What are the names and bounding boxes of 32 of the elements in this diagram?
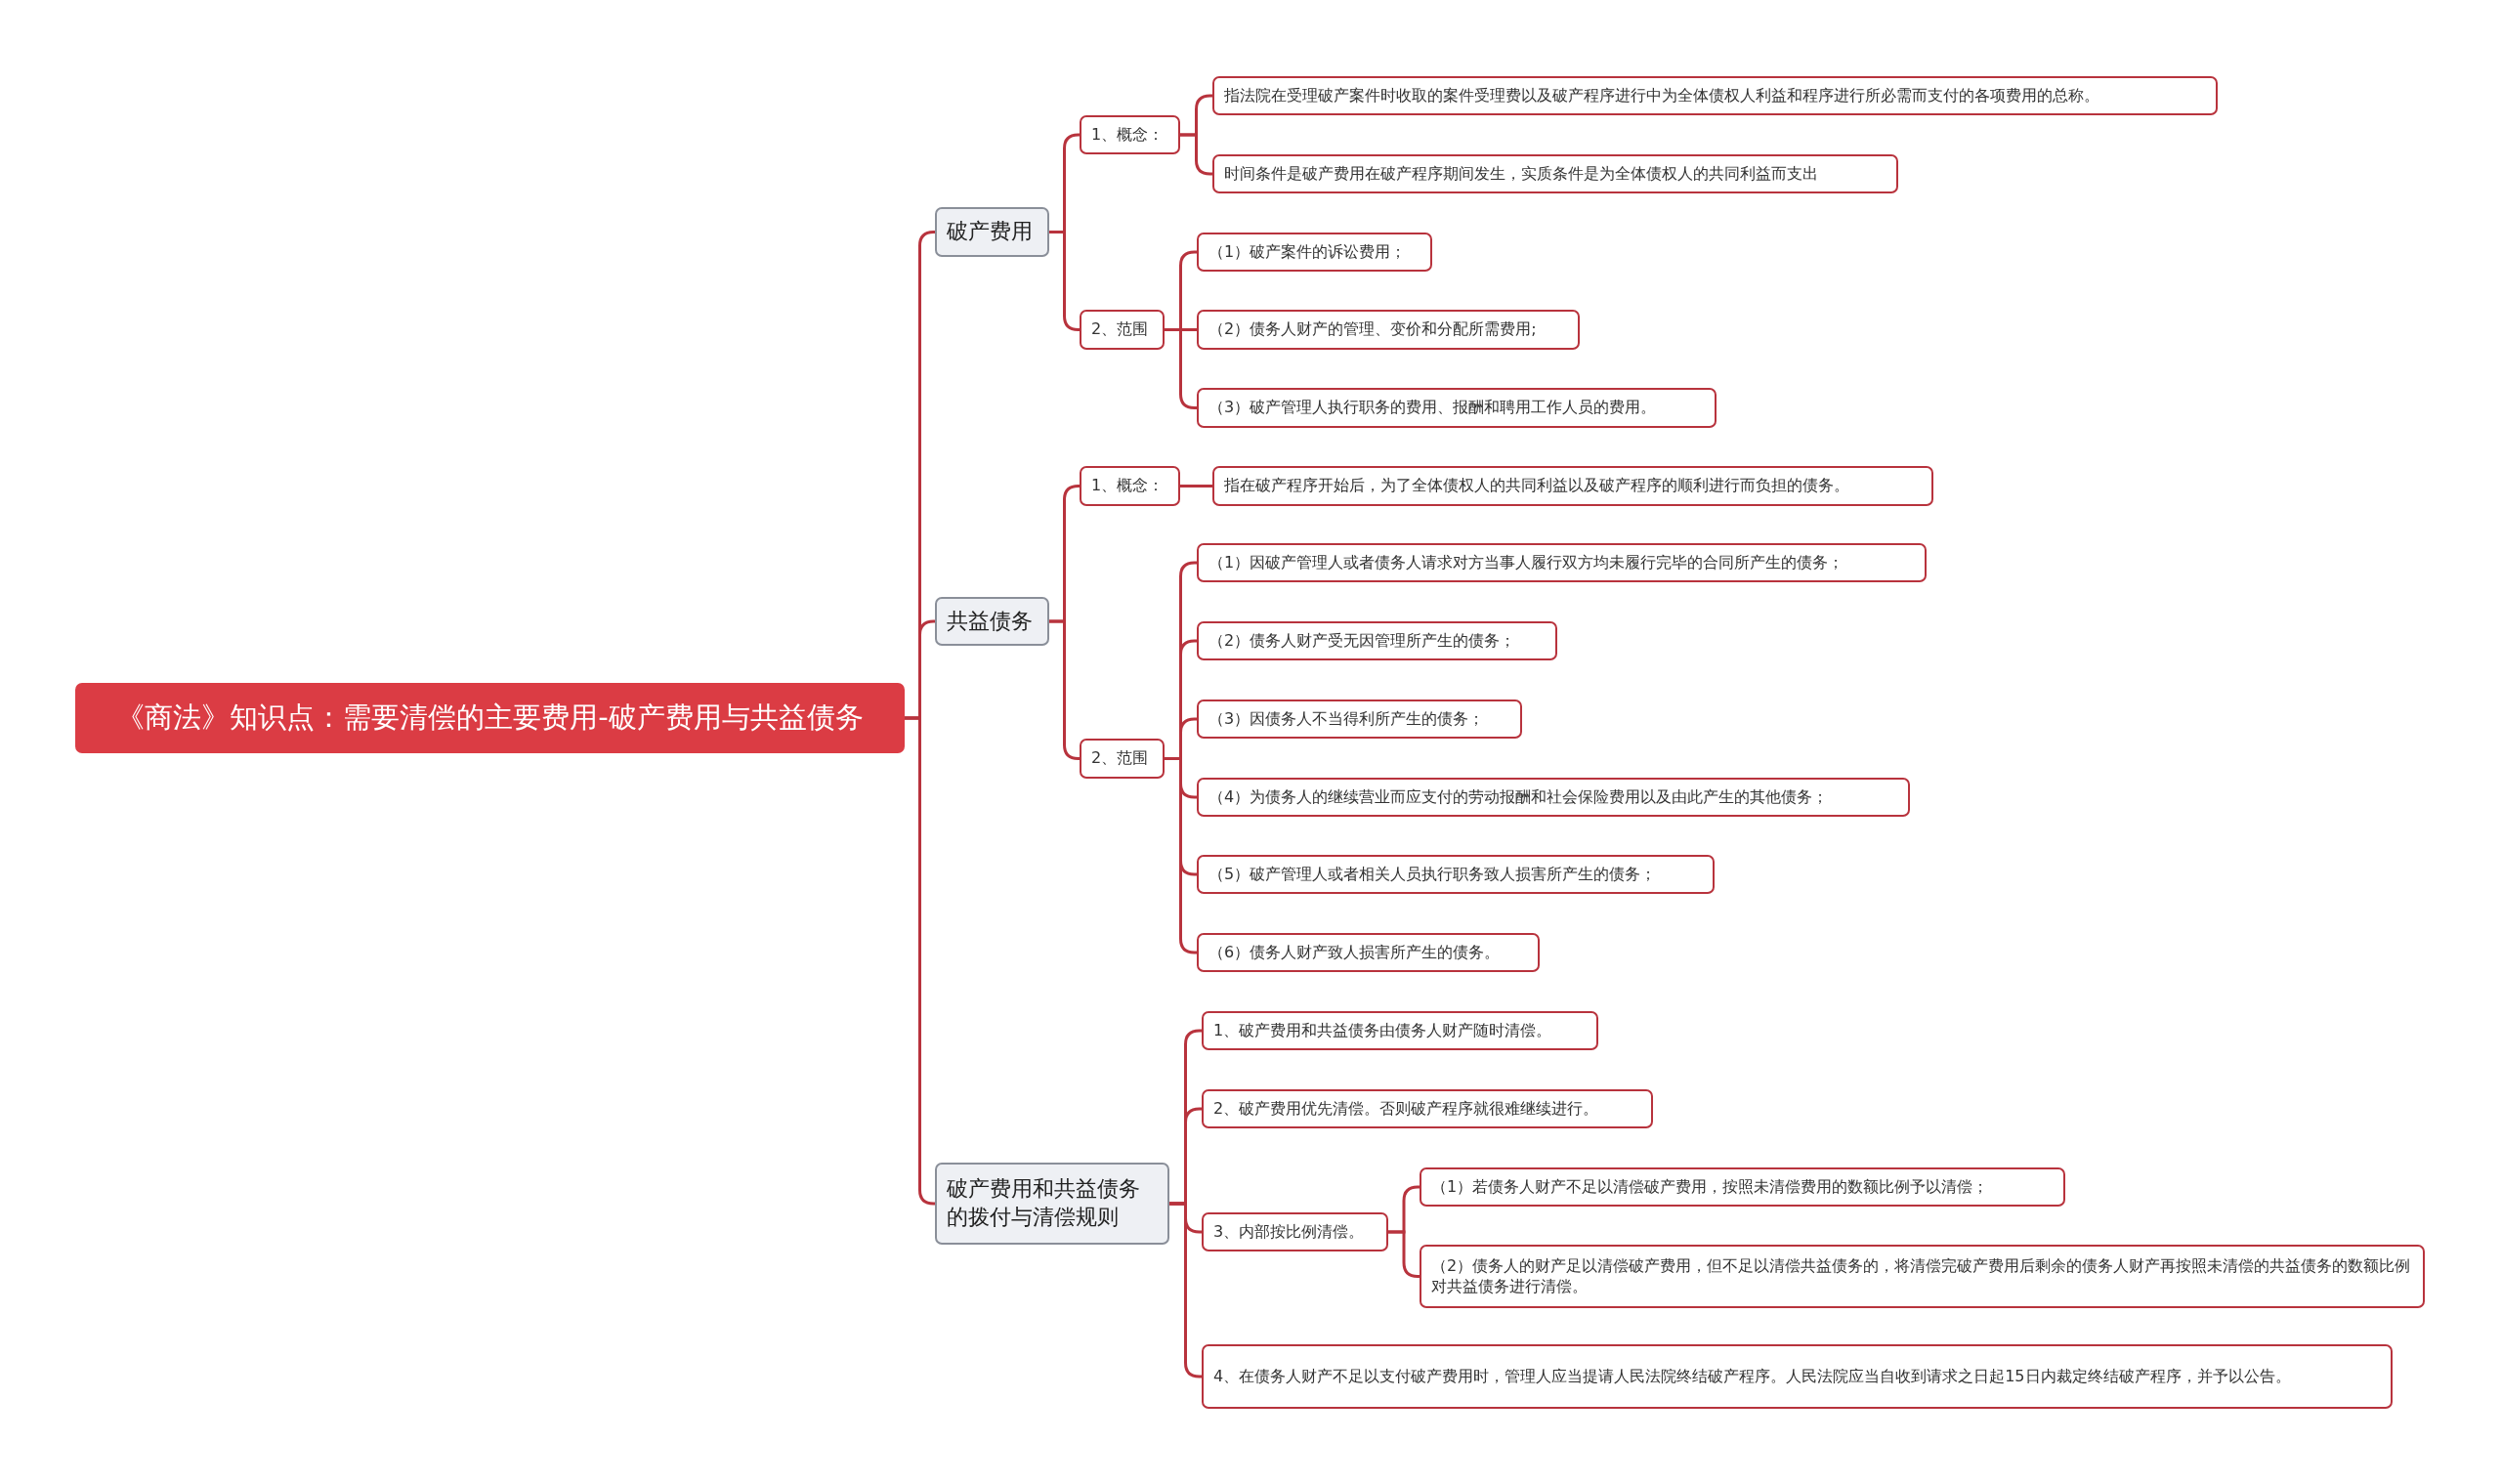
- text-box: 3、内部按比例清偿。: [1202, 1212, 1388, 1251]
- text-box: 时间条件是破产费用在破产程序期间发生，实质条件是为全体债权人的共同利益而支出: [1212, 154, 1898, 193]
- text-box: （6）债务人财产致人损害所产生的债务。: [1197, 933, 1540, 972]
- text-box: 2、范围: [1080, 310, 1165, 350]
- connector-line: [1180, 485, 1212, 488]
- text-box: （3）破产管理人执行职务的费用、报酬和聘用工作人员的费用。: [1197, 388, 1717, 428]
- connector-line: [1180, 133, 1212, 176]
- connector-line: [905, 716, 936, 1206]
- text-box: 指法院在受理破产案件时收取的案件受理费以及破产程序进行中为全体债权人利益和程序进行所必需而支付的各项费用的总称。: [1212, 76, 2218, 115]
- text-box: （1）因破产管理人或者债务人请求对方当事人履行双方均未履行完毕的合同所产生的债务；: [1197, 543, 1927, 582]
- connector-line: [1049, 231, 1081, 331]
- text-box: （1）破产案件的诉讼费用；: [1197, 233, 1432, 272]
- text-box: 1、破产费用和共益债务由债务人财产随时清偿。: [1202, 1011, 1598, 1050]
- connector-line: [1049, 619, 1081, 760]
- topic-box: 共益债务: [935, 597, 1049, 646]
- text-box: （2）债务人的财产足以清偿破产费用，但不足以清偿共益债务的，将清偿完破产费用后剩余的债务人财产再按照未清偿的共益债务的数额比例对共益债务进行清偿。: [1420, 1245, 2425, 1308]
- connector-line: [1388, 1230, 1420, 1278]
- text-box: 2、范围: [1080, 739, 1165, 779]
- topic-box: 破产费用: [935, 207, 1049, 257]
- text-box: （2）债务人财产的管理、变价和分配所需费用;: [1197, 310, 1580, 350]
- text-box: （4）为债务人的继续营业而应支付的劳动报酬和社会保险费用以及由此产生的其他债务；: [1197, 778, 1910, 817]
- text-box: 1、概念：: [1080, 115, 1180, 154]
- text-box: （5）破产管理人或者相关人员执行职务致人损害所产生的债务；: [1197, 855, 1715, 894]
- text-box: 指在破产程序开始后，为了全体债权人的共同利益以及破产程序的顺利进行而负担的债务。: [1212, 466, 1933, 506]
- text-box: 1、概念：: [1080, 466, 1180, 506]
- text-box: 4、在债务人财产不足以支付破产费用时，管理人应当提请人民法院终结破产程序。人民法院应当自收到请求之日起15日内裁定终结破产程序，并予以公告。: [1202, 1344, 2393, 1409]
- text-box: （3）因债务人不当得利所产生的债务；: [1197, 700, 1522, 739]
- title-box: 《商法》知识点：需要清偿的主要费用-破产费用与共益债务: [75, 683, 905, 753]
- text-box: （2）债务人财产受无因管理所产生的债务；: [1197, 621, 1557, 660]
- topic-box: 破产费用和共益债务的拨付与清偿规则: [935, 1163, 1169, 1245]
- text-box: （1）若债务人财产不足以清偿破产费用，按照未清偿费用的数额比例予以清偿；: [1420, 1167, 2065, 1207]
- text-box: 2、破产费用优先清偿。否则破产程序就很难继续进行。: [1202, 1089, 1653, 1128]
